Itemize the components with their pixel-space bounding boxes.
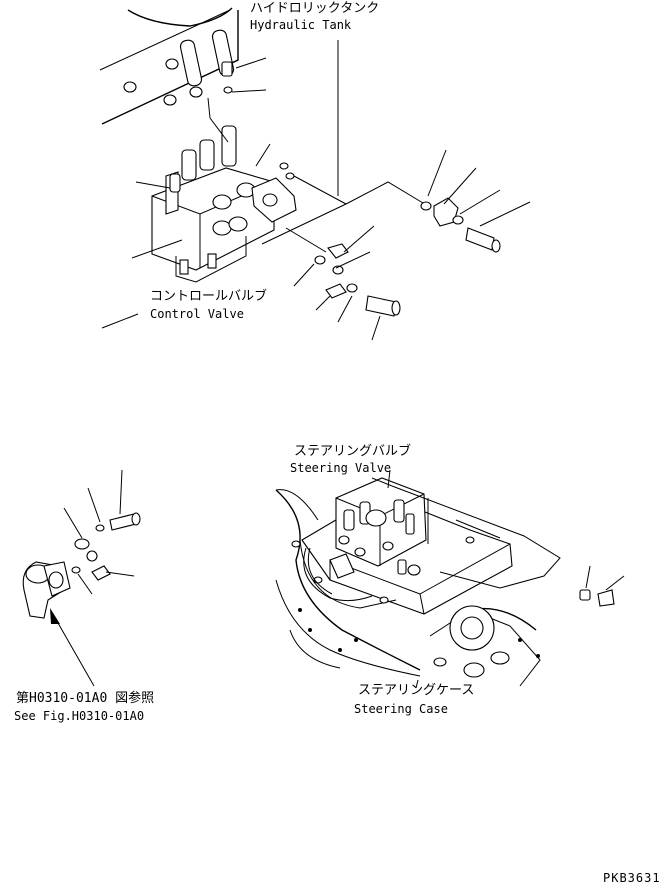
see-figure-label-jp: 第H0310-01A0 図参照 xyxy=(16,690,154,706)
control-valve-body xyxy=(151,125,275,283)
steering-leader-lines xyxy=(387,469,419,689)
tank-to-valve-line xyxy=(261,40,429,245)
steering-valve-body xyxy=(329,477,427,579)
flange-elbow xyxy=(22,512,141,619)
steering-valve-label-jp: ステアリングバルブ xyxy=(294,443,411,459)
steering-case-label-jp: ステアリングケース xyxy=(358,683,474,698)
control-valve-label-en: Control Valve xyxy=(150,307,244,321)
hydraulic-tank-label-jp: ハイドロリックタンク xyxy=(250,1,379,16)
steering-valve-cover-phantom xyxy=(371,477,561,589)
steering-hose xyxy=(303,547,373,602)
hydraulic-tank-label-en: Hydraulic Tank xyxy=(250,18,352,32)
tank-fittings xyxy=(221,57,267,94)
pipe-connector-parts xyxy=(420,149,531,253)
control-valve-flange xyxy=(251,162,297,223)
see-figure-label-en: See Fig.H0310-01A0 xyxy=(14,709,144,723)
steering-plug-parts xyxy=(579,565,625,607)
steering-case-label-en: Steering Case xyxy=(354,702,448,716)
control-valve-label-jp: コントロールバルブ xyxy=(150,288,267,304)
flange-leader-lines xyxy=(63,469,135,595)
control-valve-leader-lines xyxy=(101,97,327,329)
hydraulic-tank-outline xyxy=(99,7,239,125)
see-figure-arrow xyxy=(50,608,95,687)
valve-bolt-parts xyxy=(293,225,401,341)
steering-valve-label-en: Steering Valve xyxy=(290,461,391,475)
steering-case xyxy=(275,489,541,687)
drawing-code: PKB3631 xyxy=(603,871,661,885)
